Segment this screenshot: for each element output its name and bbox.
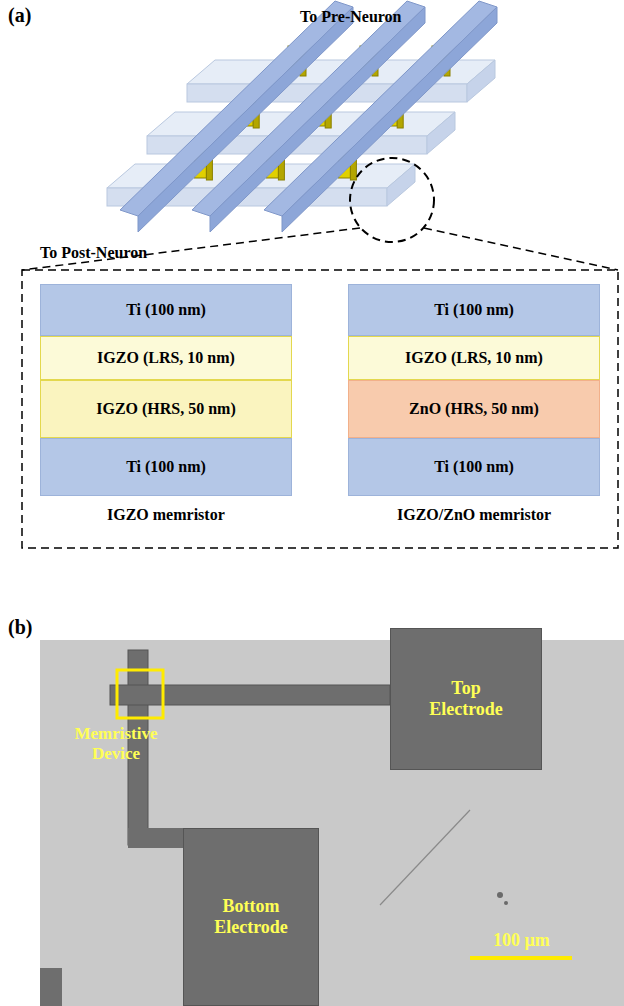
layer-label: Ti (100 nm)	[126, 458, 206, 476]
layer-label: Ti (100 nm)	[434, 458, 514, 476]
zoom-box	[22, 270, 618, 548]
neighbour-pad	[40, 968, 62, 1006]
pad-label: Bottom Electrode	[201, 896, 301, 937]
pad-label: Top Electrode	[416, 678, 516, 719]
bottom-bar-side	[467, 60, 495, 102]
layer-box: ZnO (HRS, 50 nm)	[348, 380, 600, 438]
layer-box: Ti (100 nm)	[348, 438, 600, 496]
layer-box: Ti (100 nm)	[40, 284, 292, 336]
callout-label: Memristive Device	[68, 724, 164, 763]
layer-label: Ti (100 nm)	[126, 301, 206, 319]
layer-label: IGZO (LRS, 10 nm)	[405, 349, 543, 367]
bottom-bar-side	[427, 112, 455, 154]
bottom-electrode-pad: Bottom Electrode	[183, 828, 319, 1006]
zoom-circle	[350, 158, 434, 242]
panel-label: (a)	[8, 4, 31, 27]
layer-label: IGZO (HRS, 50 nm)	[96, 400, 236, 418]
top-bar-side	[282, 7, 497, 232]
caption-label: IGZO/ZnO memristor	[397, 506, 551, 524]
zoom-line	[424, 228, 618, 270]
device-highlight	[117, 670, 163, 718]
layer-box: Ti (100 nm)	[40, 438, 292, 496]
layer-label: ZnO (HRS, 50 nm)	[409, 400, 539, 418]
top-electrode-line	[110, 685, 390, 705]
particle	[497, 892, 503, 898]
top-bars	[120, 1, 497, 232]
caption-label: IGZO memristor	[107, 506, 225, 524]
layer-label: IGZO (LRS, 10 nm)	[97, 349, 235, 367]
panel-label: (b)	[8, 616, 32, 639]
layer-box: IGZO (LRS, 10 nm)	[40, 336, 292, 380]
connection-label: To Pre-Neuron	[300, 8, 401, 26]
layer-box: IGZO (LRS, 10 nm)	[348, 336, 600, 380]
layer-box: Ti (100 nm)	[348, 284, 600, 336]
top-electrode-pad: Top Electrode	[390, 628, 542, 770]
layer-label: Ti (100 nm)	[434, 301, 514, 319]
connection-label: To Post-Neuron	[40, 244, 147, 262]
top-bar-top	[264, 1, 497, 216]
particle	[504, 901, 508, 905]
zoom-line	[22, 228, 360, 270]
crack-line	[380, 810, 470, 905]
scale-bar	[470, 956, 572, 960]
scale-label: 100 µm	[493, 930, 550, 951]
bottom-bar-side	[387, 164, 415, 206]
layer-box: IGZO (HRS, 50 nm)	[40, 380, 292, 438]
